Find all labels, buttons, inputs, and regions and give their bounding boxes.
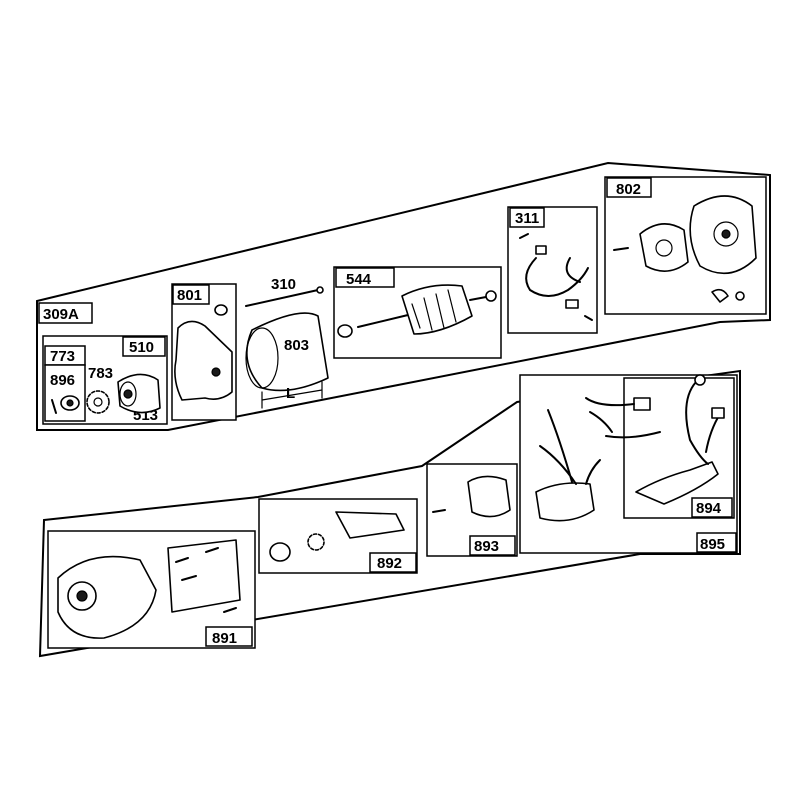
label-544: 544	[346, 271, 372, 288]
label-783: 783	[88, 365, 113, 382]
armature-544-shape	[401, 284, 473, 335]
gear-783-shape	[86, 390, 110, 414]
label-896: 896	[50, 372, 75, 389]
control-screws-shape	[175, 547, 237, 613]
armature-windings-shape	[411, 289, 457, 331]
harness-right-connector-shape	[711, 407, 725, 419]
harness-left-lead-shape	[585, 397, 635, 407]
end-housing-bearing-shape	[713, 221, 739, 247]
label-773: 773	[50, 348, 75, 365]
upper-assembly-frame	[36, 161, 771, 431]
inner-box-773	[44, 364, 86, 422]
label-box-893	[469, 535, 516, 556]
label-892: 892	[377, 555, 402, 572]
dimension-l-line	[261, 389, 323, 401]
label-box-311	[509, 207, 545, 228]
label-803: 803	[284, 337, 309, 354]
end-cap-washer-shape	[214, 304, 228, 316]
brush-spring-a-shape	[519, 233, 529, 239]
harness-right-ring-shape	[694, 374, 706, 386]
brush-kit-box	[507, 206, 598, 334]
switch-screw-shape	[432, 509, 446, 513]
label-box-801	[172, 284, 210, 305]
label-box-895	[696, 532, 737, 553]
control-housing-891-shape	[57, 555, 157, 639]
terminal-clip-shape	[711, 288, 729, 303]
armature-washer-left-shape	[337, 324, 353, 338]
label-box-544	[335, 267, 395, 288]
gear-783-hub-shape	[93, 397, 103, 407]
label-893: 893	[474, 538, 499, 555]
pin-896-shape	[51, 399, 57, 414]
label-box-894	[691, 497, 733, 518]
control-cover-shape	[167, 539, 241, 613]
brush-plate-center-shape	[655, 239, 673, 257]
armature-shaft-shape	[357, 314, 409, 328]
label-801: 801	[177, 287, 202, 304]
label-895: 895	[700, 536, 725, 553]
armature-shaft-end-shape	[469, 296, 487, 301]
washer-hole-shape	[66, 399, 74, 407]
label-310: 310	[271, 276, 296, 293]
label-l: L	[286, 385, 295, 402]
label-box-309a	[38, 302, 93, 324]
brush-wires-shape	[525, 257, 589, 297]
terminal-nut-shape	[735, 291, 745, 301]
label-510: 510	[129, 339, 154, 356]
end-housing-bore-shape	[721, 229, 731, 239]
brush-plate-802-shape	[639, 223, 689, 272]
drive-513-end-shape	[119, 381, 137, 407]
label-box-892	[369, 552, 417, 573]
drive-513-bore-shape	[123, 389, 133, 399]
brush-holder-screw-shape	[613, 247, 629, 251]
armature-washer-right-shape	[485, 290, 497, 302]
drive-513-shape	[117, 373, 161, 414]
control-housing-bore-shape	[76, 590, 88, 602]
thru-bolt-head-shape	[316, 286, 324, 294]
label-891: 891	[212, 630, 237, 647]
switch-893-shape	[467, 475, 511, 518]
label-894: 894	[696, 500, 722, 517]
thru-bolt-310-shape	[245, 289, 319, 307]
harness-right-shape	[635, 461, 719, 505]
label-309a: 309A	[43, 306, 79, 323]
end-cap-bolt-shape	[211, 367, 221, 377]
brush-spring-b-shape	[584, 315, 593, 321]
label-802: 802	[616, 181, 641, 198]
rectifier-spring-shape	[307, 533, 325, 551]
end-cap-801-shape	[174, 320, 233, 401]
brush-a-shape	[535, 245, 547, 255]
housing-803-rim-shape	[245, 327, 279, 389]
brush-b-shape	[565, 299, 579, 309]
label-box-802	[606, 177, 652, 198]
harness-left-shape	[535, 482, 595, 522]
label-box-891	[205, 626, 253, 647]
label-311: 311	[515, 210, 539, 227]
housing-803-shape	[246, 312, 329, 392]
rectifier-cap-shape	[269, 542, 291, 562]
harness-left-connector-shape	[633, 397, 651, 411]
harness-left-wires-shape	[539, 409, 613, 485]
label-box-510	[122, 336, 166, 357]
rectifier-892-shape	[335, 511, 405, 539]
